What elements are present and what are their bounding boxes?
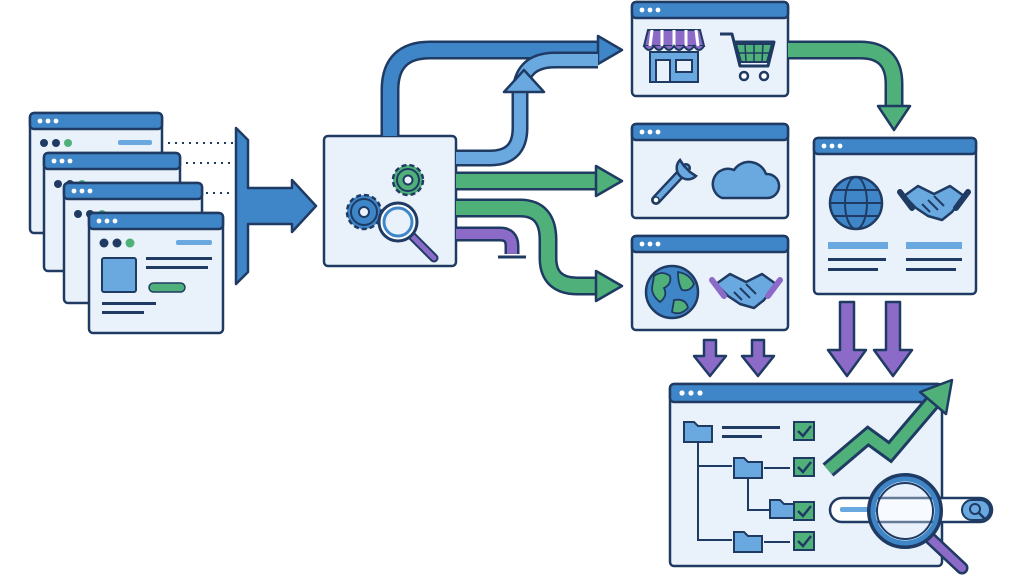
wrench-icon (651, 158, 698, 205)
purple-arrow-2 (740, 338, 776, 378)
checkbox-2 (793, 457, 815, 477)
checkbox-1 (793, 421, 815, 441)
rising-trend-arrow-icon (822, 378, 954, 477)
sitemap-results-panel (668, 382, 994, 575)
merged-panel (812, 136, 978, 296)
source-page-front (87, 211, 225, 335)
handshake-icon (709, 272, 783, 310)
tools-cloud-panel (630, 122, 790, 220)
flow-arrow-green-to-merged (788, 40, 912, 132)
flow-arrow-blue-top (380, 34, 624, 136)
folder-tree-icon (683, 421, 797, 553)
flow-arrow-purple-stub (456, 226, 526, 259)
flow-arrow-green-lower (456, 198, 624, 303)
purple-arrow-4 (872, 300, 914, 378)
flow-arrow-blue-branch (456, 51, 598, 167)
shopping-cart-icon (720, 32, 776, 82)
globe-partner-panel (630, 234, 790, 332)
magnifier-large-icon (867, 473, 969, 575)
handshake-icon-merged (897, 184, 971, 222)
globe-outline-icon (828, 175, 884, 231)
processor (322, 134, 458, 268)
flow-arrow-green-middle (456, 164, 624, 198)
funnel-arrow (234, 126, 318, 286)
magnifier-icon (377, 201, 439, 263)
gears-icon (345, 163, 425, 231)
checkbox-3 (793, 501, 815, 521)
purple-down-arrows (692, 300, 914, 378)
commerce-panel (630, 0, 790, 98)
checkbox-list (793, 421, 815, 551)
globe-icon (644, 264, 700, 320)
purple-arrow-1 (692, 338, 728, 378)
dotted-connectors (168, 142, 234, 194)
storefront-icon (642, 29, 706, 83)
purple-arrow-3 (826, 300, 868, 378)
cloud-icon (711, 160, 781, 200)
source-pages (28, 111, 234, 335)
checkbox-4 (793, 531, 815, 551)
